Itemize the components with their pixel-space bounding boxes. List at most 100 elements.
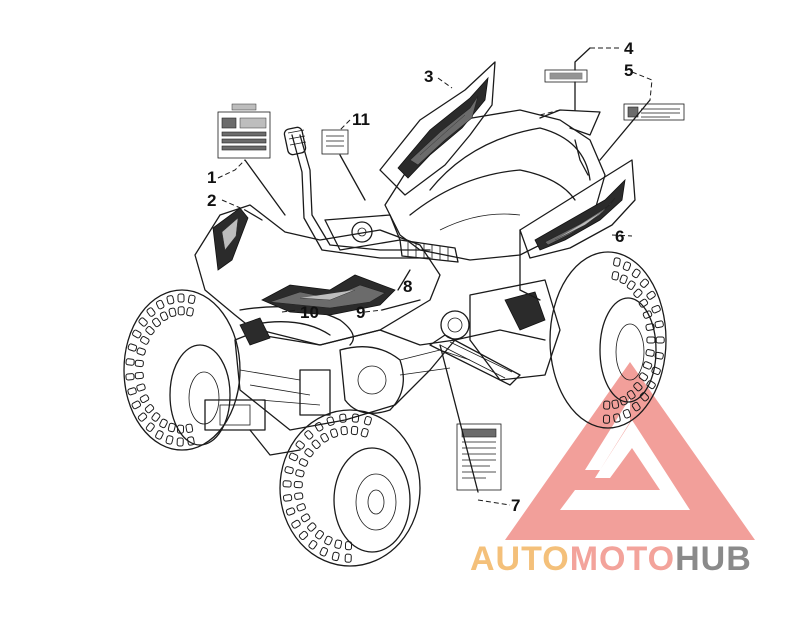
tread-block [295,440,305,450]
front-fender [194,204,441,346]
tread-block [631,401,641,412]
tread-block [296,503,306,512]
watermark-part-3: HUB [675,540,752,578]
callout-11: 11 [352,110,370,129]
tread-block [339,413,347,423]
tread-block [282,494,293,502]
tread-block [320,432,329,443]
handlebars [283,126,459,263]
left-side-panel [379,61,496,196]
tread-block [125,358,135,366]
tread-block [611,271,620,281]
tread-block [294,492,304,500]
tread-block [127,343,138,352]
tread-block [282,480,292,488]
seat-and-tank [384,109,606,261]
tread-block [311,439,321,449]
callout-7: 7 [511,496,520,515]
tread-block [344,541,353,551]
tread-block [146,307,156,317]
tread-block [304,448,314,458]
tread-block [654,320,664,329]
tread-block [176,437,184,447]
tread-block [284,466,294,475]
tread-block [646,336,656,344]
tread-block [626,280,636,290]
tread-block [315,529,324,540]
tread-block [298,458,309,467]
tread-block [655,336,665,344]
tread-block [639,278,650,288]
decal-1-label-icon [217,103,271,159]
tread-block [152,317,161,328]
tread-block [622,261,632,271]
watermark-text: AUTOMOTOHUB [470,540,752,578]
tread-block [631,268,641,279]
tread-block [131,400,142,410]
tread-block [159,311,169,321]
front-right-tire [279,409,421,567]
tread-block [633,288,643,298]
right-side-panel [519,159,636,301]
tread-block [145,422,155,432]
tread-block [137,412,148,422]
tread-block [293,480,303,489]
callout-8: 8 [403,277,412,296]
watermark-logo-icon [505,362,755,540]
tread-block [177,306,185,316]
tread-block [314,422,324,432]
tread-block [285,507,296,516]
front-left-tire [123,289,241,451]
tread-block [645,323,655,331]
tread-block [298,530,309,540]
tread-block [350,425,359,436]
tread-block [176,424,185,434]
tread-block [151,412,161,422]
tread-block [168,307,177,317]
tread-block [642,310,653,319]
callout-6: 6 [615,227,624,246]
callout-1: 1 [207,168,216,187]
tread-block [639,392,650,402]
tread-block [603,400,611,410]
tread-block [307,522,317,532]
tread-block [144,404,155,414]
tread-block [138,317,148,327]
tread-block [344,553,352,563]
leader-lines [217,47,653,506]
tread-block [127,387,137,396]
tread-block [187,436,195,446]
callout-10: 10 [300,303,319,322]
tread-block [651,304,661,314]
tread-block [646,380,656,390]
watermark-part-1: AUTO [470,540,570,578]
tread-block [626,390,636,400]
tread-block [613,413,621,423]
tread-block [177,293,185,303]
tread-block [159,418,168,429]
callout-5: 5 [624,61,633,80]
tread-block [136,347,146,356]
tread-block [360,428,369,438]
callout-4: 4 [624,39,634,58]
tread-block [613,257,621,267]
rear-right-tire [549,251,667,429]
tread-block [611,399,620,409]
tread-block [622,409,632,419]
svg-text:AUTOMOTOHUB: AUTOMOTOHUB [470,540,752,578]
tread-block [330,428,339,438]
decal-4-label-icon [544,69,588,83]
callout-3: 3 [424,67,433,86]
tread-block [155,299,165,310]
tread-block [646,290,656,300]
watermark-part-2: MOTO [570,540,675,578]
tread-block [324,535,333,546]
tread-block [619,274,628,285]
tread-block [300,513,311,523]
tread-block [331,551,340,562]
tread-block [125,373,135,381]
tread-block [140,336,150,345]
tread-block [295,469,305,478]
tread-block [651,366,661,376]
tread-block [167,422,176,433]
